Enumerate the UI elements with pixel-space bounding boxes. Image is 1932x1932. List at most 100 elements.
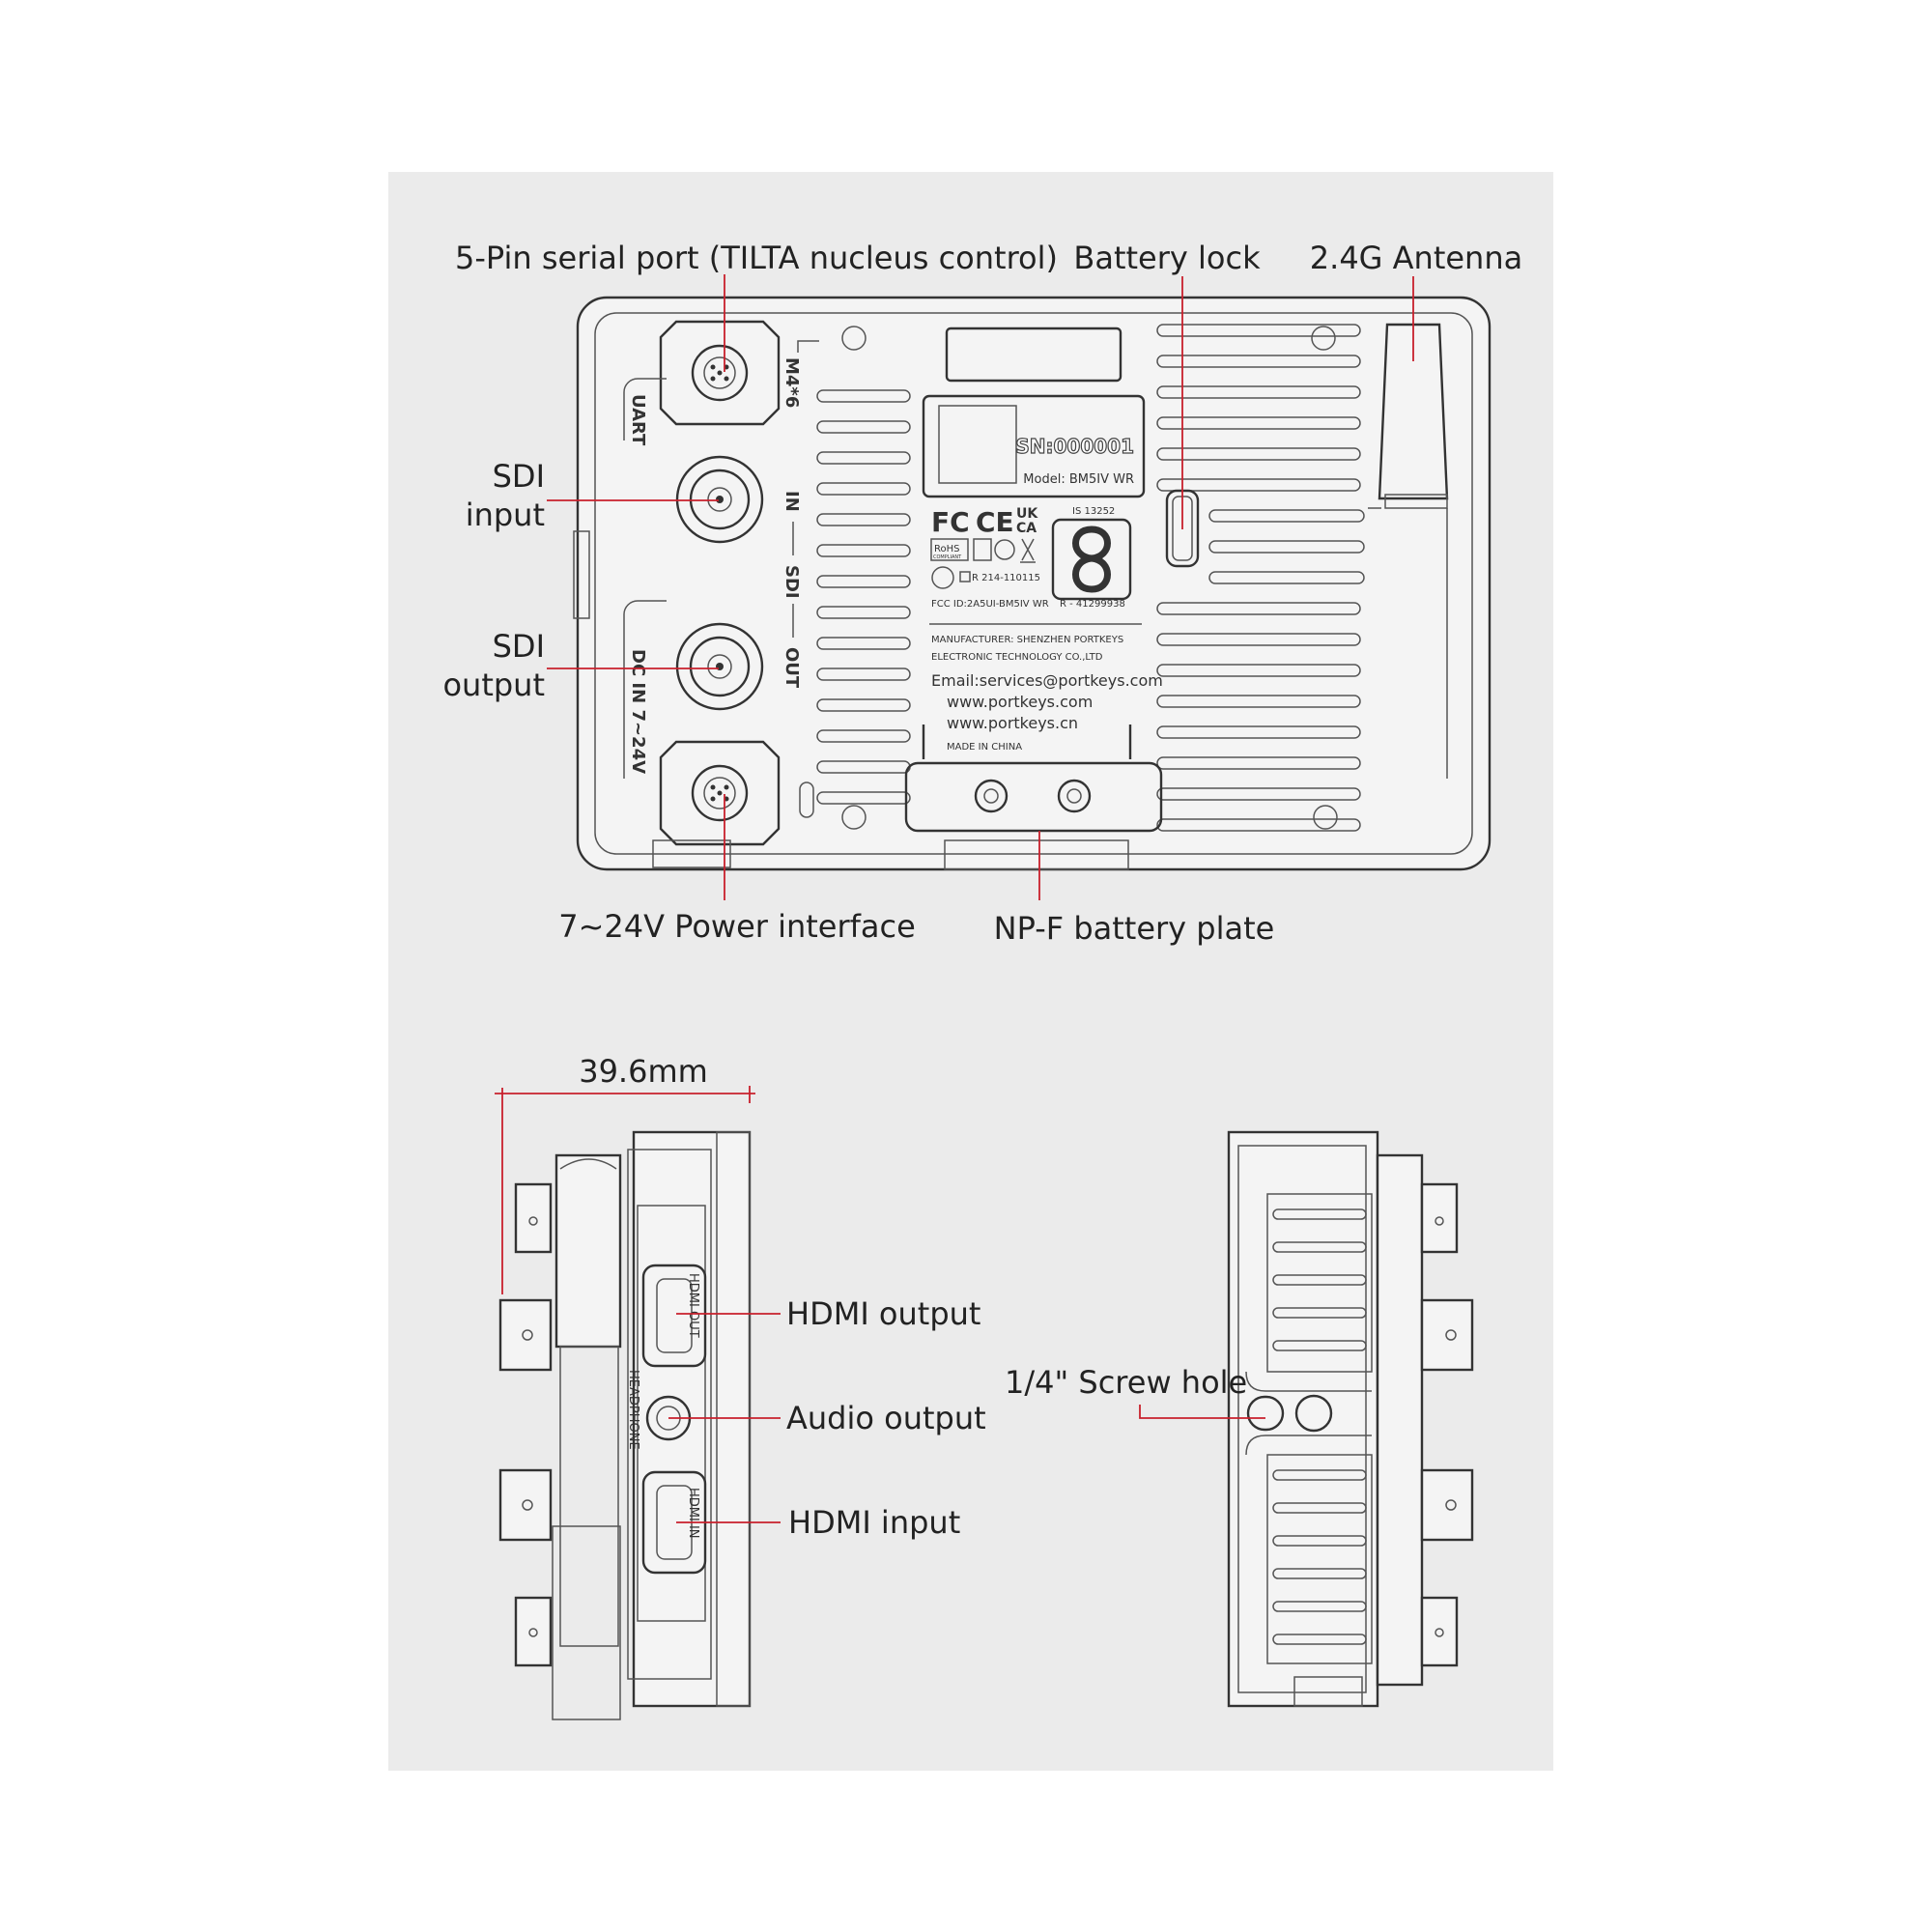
cooling-slot: [816, 668, 911, 681]
cooling-slot: [1156, 324, 1361, 337]
hdmi-out-port: [641, 1264, 707, 1368]
svg-text:COMPLIANT: COMPLIANT: [933, 554, 962, 560]
cooling-slot: [816, 420, 911, 434]
cooling-slot: [1208, 509, 1365, 523]
cooling-slot: [1272, 1634, 1367, 1645]
audio-output-callout: Audio output: [786, 1400, 986, 1436]
cooling-slot: [1156, 416, 1361, 430]
mount-tab-1: [514, 1182, 553, 1254]
fcc-logo: FC: [931, 506, 970, 538]
cooling-slot: [1156, 478, 1361, 492]
cooling-slot: [1156, 664, 1361, 677]
sdi-out-label: OUT: [781, 647, 802, 689]
side-body-left: [632, 1130, 752, 1708]
power-port-connector: [691, 764, 749, 822]
cooling-slot: [1156, 787, 1361, 801]
left-side-view: 39.6mm HDMI OUT HEADPHONE HDMI IN HDMI o…: [495, 1053, 986, 1720]
cooling-slot: [1156, 633, 1361, 646]
battery-plate-outline: [904, 761, 1163, 833]
sdi-input-callout-line1: SDI: [493, 458, 545, 495]
dc-in-label: DC IN 7~24V: [628, 649, 648, 774]
back-view: UART M4*6 IN SDI OUT DC IN 7~24V SN:0000…: [573, 296, 1492, 871]
cooling-slot: [1272, 1241, 1367, 1253]
hdmi-input-callout: HDMI input: [788, 1504, 960, 1541]
website-2: www.portkeys.cn: [947, 714, 1078, 732]
bis-logo-box: [1051, 518, 1132, 601]
power-interface-callout: 7~24V Power interface: [558, 908, 916, 945]
top-label-window: [945, 327, 1122, 383]
battery-lock-callout: Battery lock: [1073, 240, 1261, 276]
weee-bin-icon: [1020, 538, 1036, 563]
cooling-slot: [816, 729, 911, 743]
cooling-slot: [1272, 1340, 1367, 1351]
cooling-slot: [1272, 1469, 1367, 1481]
cooling-slot: [1156, 385, 1361, 399]
fcc-id: FCC ID:2A5UI-BM5IV WR: [931, 599, 1049, 610]
cooling-slot: [1156, 756, 1361, 770]
cooling-block-bottom: [1266, 1454, 1373, 1664]
sdi-label: SDI: [781, 565, 802, 599]
made-in: MADE IN CHINA: [947, 742, 1022, 753]
cooling-slot: [1156, 818, 1361, 832]
cooling-slot: [1208, 571, 1365, 584]
cooling-block-top: [1266, 1193, 1373, 1373]
serial-label: [922, 394, 1146, 498]
cooling-slot: [1208, 540, 1365, 554]
side-rail-right: [1376, 1153, 1424, 1687]
manufacturer-line-2: ELECTRONIC TECHNOLOGY CO.,LTD: [931, 652, 1103, 663]
cooling-slot: [1272, 1274, 1367, 1286]
r-code: R 214-110115: [972, 573, 1040, 583]
cooling-slot: [1156, 695, 1361, 708]
cooling-slot: [816, 482, 911, 496]
bis-logo-icon: [1072, 526, 1111, 593]
screw-slot: [1246, 1395, 1285, 1432]
cooling-slot: [1156, 725, 1361, 739]
serial-port-callout: 5-Pin serial port (TILTA nucleus control…: [455, 240, 1058, 276]
cooling-slot: [816, 544, 911, 557]
recycle-icon: [994, 539, 1015, 560]
cooling-slot: [1156, 355, 1361, 368]
quarter-inch-screw-hole: [1294, 1394, 1333, 1433]
monitor-back-inner-outline: [594, 312, 1473, 855]
cooling-slot: [816, 637, 911, 650]
power-port-housing: [659, 740, 781, 846]
sdi-output-callout-line2: output: [442, 667, 545, 703]
hdmi-output-callout: HDMI output: [786, 1295, 980, 1332]
m4-label: M4*6: [781, 357, 802, 408]
manufacturer-line-1: MANUFACTURER: SHENZHEN PORTKEYS: [931, 635, 1123, 645]
sdi-output-callout-line1: SDI: [493, 628, 545, 665]
sdi-input-callout-line2: input: [466, 497, 545, 533]
sdi-in-label: IN: [781, 491, 802, 512]
battery-plate-callout: NP-F battery plate: [994, 910, 1275, 947]
mount-tab-4: [514, 1596, 553, 1667]
uart-label: UART: [628, 394, 648, 446]
headphone-mark: HEADPHONE: [626, 1370, 640, 1450]
port-column: UART M4*6 IN SDI OUT DC IN 7~24V: [573, 320, 819, 868]
cooling-slot: [816, 513, 911, 526]
side-body-right: [1227, 1130, 1379, 1708]
cooling-slot: [1272, 1568, 1367, 1579]
mount-tab-3: [498, 1468, 553, 1542]
cooling-slot: [1272, 1535, 1367, 1547]
cooling-slots-right: [1156, 324, 1365, 832]
cooling-slot: [816, 791, 911, 805]
right-side-view: 1/4" Screw hole: [1005, 1130, 1474, 1708]
serial-port-connector: [691, 344, 749, 402]
mount-tab-2: [498, 1298, 553, 1372]
ukca-logo-top: UK: [1016, 506, 1038, 522]
hdmi-in-mark: HDMI IN: [686, 1488, 700, 1539]
hdmi-out-mark: HDMI OUT: [686, 1273, 700, 1338]
is-code: IS 13252: [1072, 506, 1115, 517]
dimension-label: 39.6mm: [579, 1053, 708, 1090]
antenna-callout: 2.4G Antenna: [1310, 240, 1522, 276]
cooling-slot: [1272, 1208, 1367, 1220]
model-number: Model: BM5IV WR: [1023, 472, 1134, 487]
serial-number: SN:000001: [1015, 435, 1134, 458]
bottom-connector-stub: [652, 839, 731, 868]
rohs-text: RoHS: [934, 544, 959, 554]
ce-logo: CE: [976, 506, 1014, 538]
side-antenna: [554, 1153, 622, 1349]
antenna: [1368, 323, 1449, 779]
back-view-callouts: 5-Pin serial port (TILTA nucleus control…: [442, 240, 1522, 947]
